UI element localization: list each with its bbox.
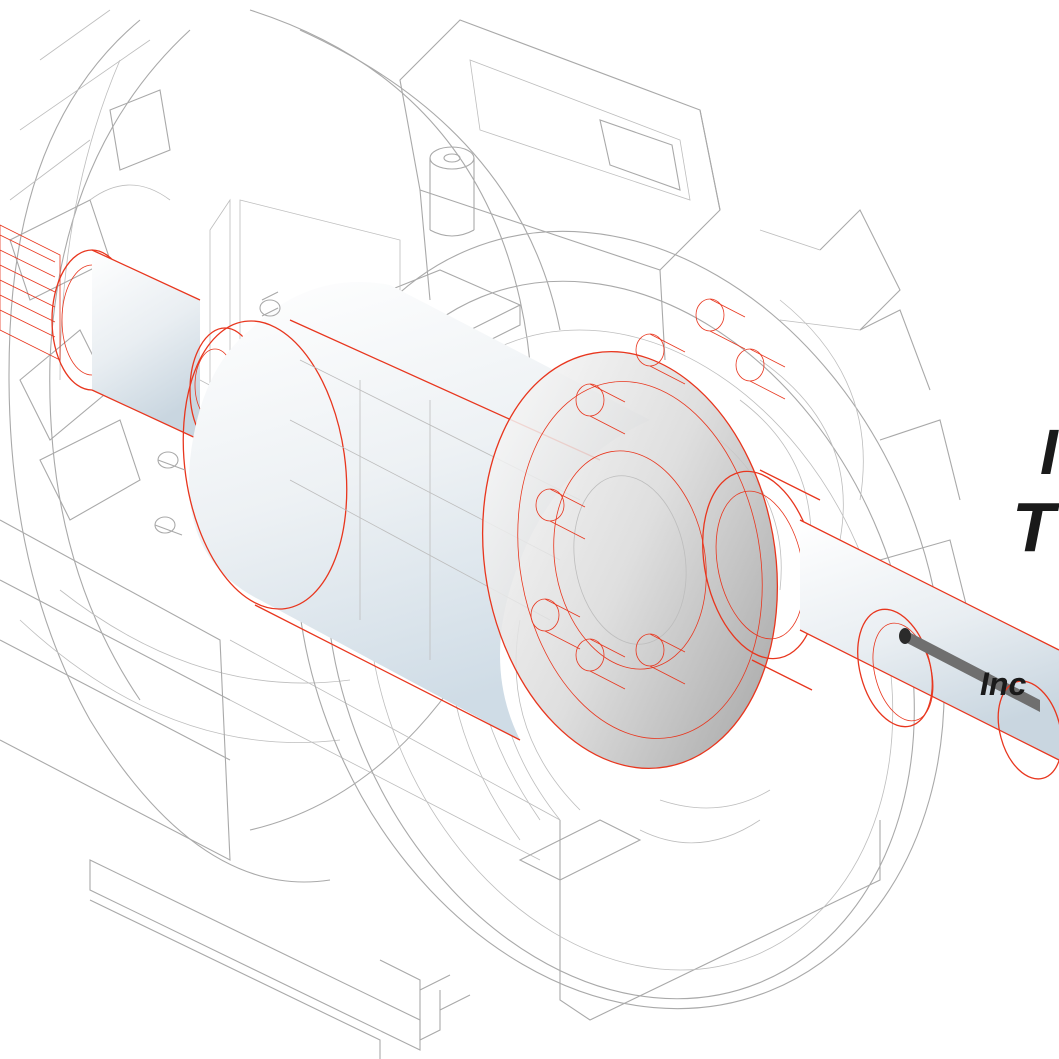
headline-line-1: I bbox=[1040, 416, 1058, 488]
flange-pin bbox=[575, 383, 626, 435]
flange-pin bbox=[635, 333, 686, 385]
flange-pin bbox=[575, 638, 626, 690]
tagline: Inc bbox=[980, 666, 1027, 702]
keyway-slot bbox=[905, 630, 1040, 712]
headline-line-2: T bbox=[1012, 488, 1055, 566]
front-flange bbox=[481, 351, 779, 769]
flange-pin bbox=[530, 598, 581, 650]
flange-pin bbox=[735, 348, 786, 400]
rear-shaft bbox=[0, 224, 201, 441]
flange-pin bbox=[635, 633, 686, 685]
flange-pin bbox=[535, 488, 586, 540]
flange-pins bbox=[530, 298, 786, 690]
output-shaft bbox=[799, 519, 1059, 780]
flange-pin bbox=[695, 298, 746, 350]
